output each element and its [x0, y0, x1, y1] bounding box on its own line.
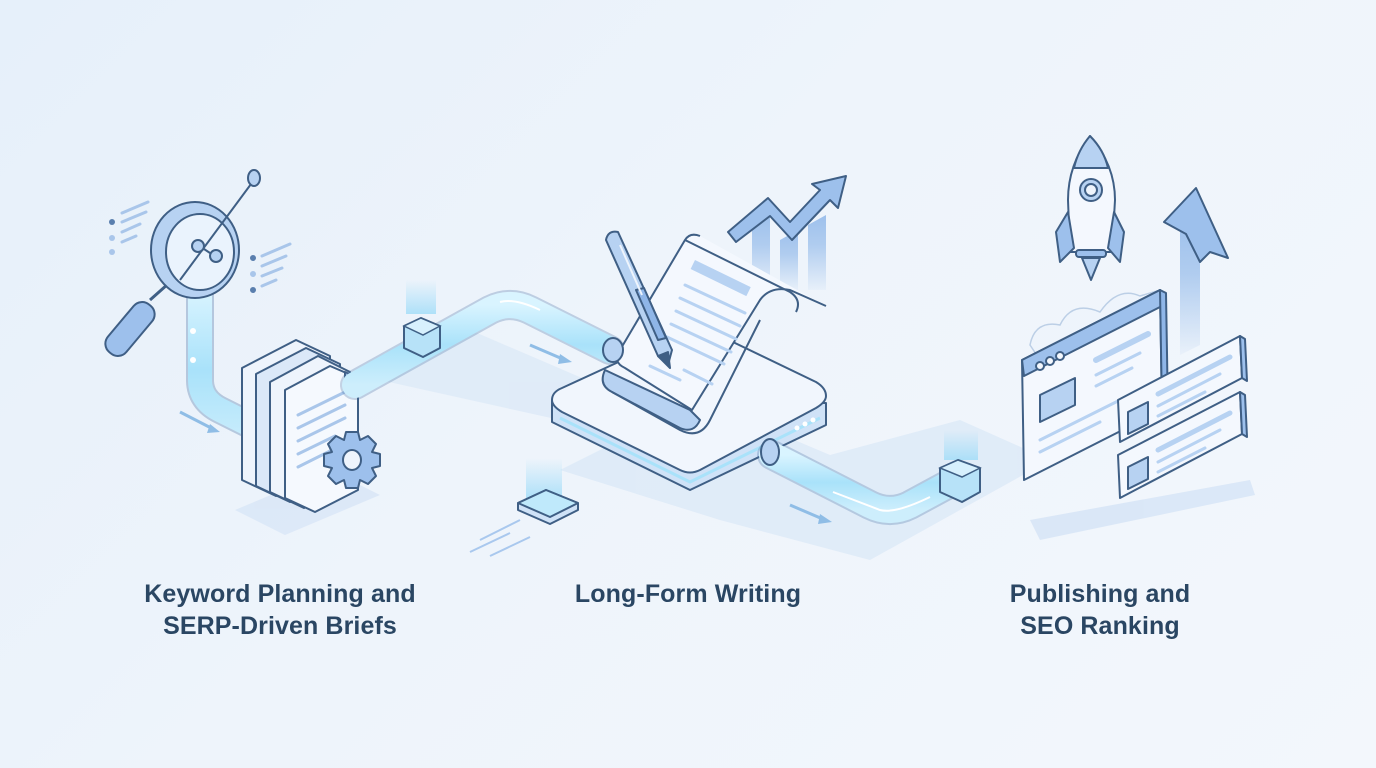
- gear-icon: [323, 431, 381, 489]
- up-arrow-icon: [1163, 187, 1229, 355]
- stage-1-label-line-2: SERP-Driven Briefs: [163, 612, 397, 640]
- stage-3-label-line-2: SEO Ranking: [1020, 612, 1180, 640]
- stage-2-label-line-1: Long-Form Writing: [574, 580, 802, 608]
- stage-3-illustration: [1021, 135, 1248, 499]
- pen-icon: [605, 230, 673, 369]
- pipe-2-to-3: [757, 430, 982, 525]
- rocket-icon: [1055, 135, 1125, 281]
- stage-3-label-line-1: Publishing and: [1009, 580, 1191, 608]
- magnifier-icon: [104, 169, 261, 357]
- stage-2-label: Long-Form Writing: [530, 578, 846, 610]
- stage-1-illustration: [104, 169, 381, 513]
- pipe-1-to-2: [340, 280, 625, 400]
- stage-1-label: Keyword Planning and SERP-Driven Briefs: [110, 578, 450, 642]
- chip-icon: [469, 458, 579, 557]
- document-stack-icon: [241, 339, 359, 513]
- stage-3-label: Publishing and SEO Ranking: [960, 578, 1240, 642]
- result-card-icon: [1117, 335, 1248, 499]
- stage-1-label-line-1: Keyword Planning and: [144, 580, 416, 608]
- browser-window-icon: [1021, 289, 1169, 481]
- list-icon: [120, 200, 292, 288]
- stage-2-illustration: [551, 175, 847, 491]
